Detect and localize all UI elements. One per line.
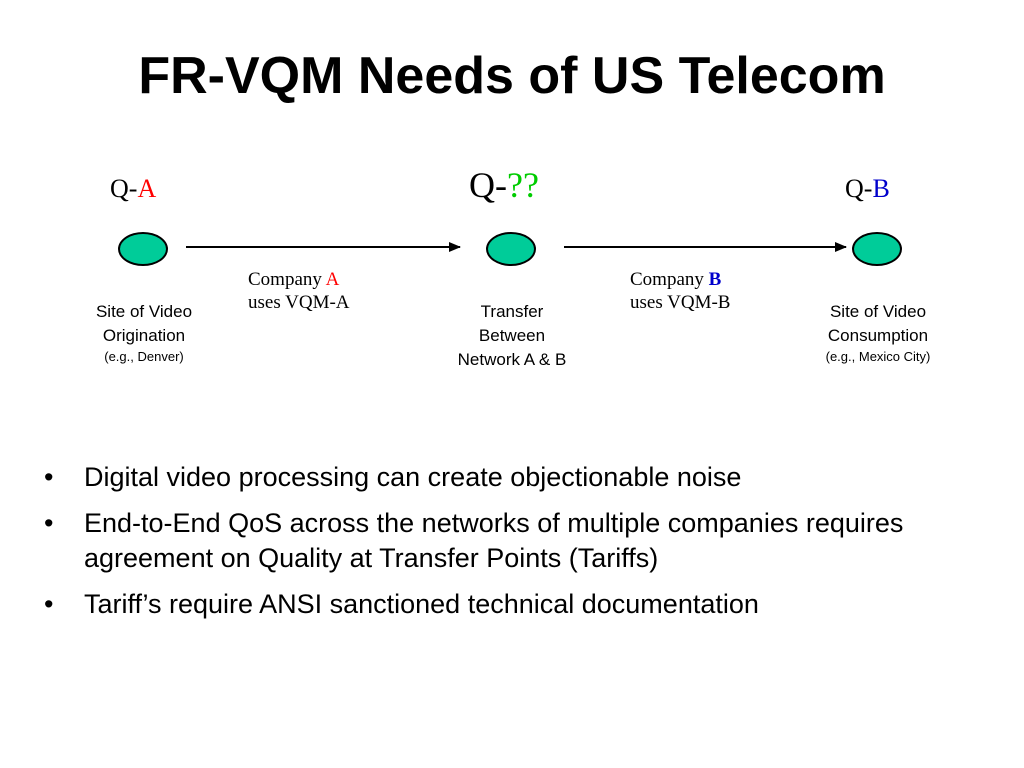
site-transfer-label: Transfer Between Network A & B <box>432 300 592 372</box>
q-mid-prefix: Q- <box>469 165 507 205</box>
q-mid-label: Q-?? <box>469 164 539 206</box>
page-title: FR-VQM Needs of US Telecom <box>138 47 886 105</box>
site-origination-line1: Site of Video <box>95 302 193 321</box>
site-transfer-line1: Transfer <box>480 302 544 321</box>
site-consumption-label: Site of Video Consumption (e.g., Mexico … <box>798 300 958 366</box>
company-a-prefix: Company <box>248 269 326 290</box>
bullet-text: End-to-End QoS across the networks of mu… <box>84 508 904 573</box>
bullet-item: • Tariff’s require ANSI sanctioned techni… <box>44 587 1004 622</box>
site-consumption-line2: Consumption <box>827 326 929 345</box>
bullet-list: • Digital video processing can create obj… <box>44 460 1004 633</box>
company-a-letter: A <box>325 269 340 290</box>
q-a-suffix: A <box>137 174 157 203</box>
company-a-label: Company A uses VQM-A <box>248 268 350 314</box>
q-mid-suffix: ?? <box>507 165 539 205</box>
node-consumption <box>852 232 902 266</box>
company-b-label: Company B uses VQM-B <box>630 268 730 314</box>
bullet-marker: • <box>44 508 54 538</box>
site-origination-label: Site of Video Origination (e.g., Denver) <box>64 300 224 366</box>
bullet-text: Digital video processing can create obje… <box>84 462 742 492</box>
company-b-line2: uses VQM-B <box>630 292 731 313</box>
company-b-letter: B <box>708 269 722 290</box>
q-a-label: Q-A <box>110 174 156 204</box>
bullet-item: • Digital video processing can create obj… <box>44 460 1004 495</box>
q-b-prefix: Q- <box>845 174 873 203</box>
company-b-prefix: Company <box>630 269 709 290</box>
q-a-prefix: Q- <box>110 174 138 203</box>
bullet-marker: • <box>44 589 54 619</box>
company-b-line1: Company B <box>630 268 730 291</box>
site-transfer-line2: Between <box>478 326 546 345</box>
node-origination <box>118 232 168 266</box>
node-transfer <box>486 232 536 266</box>
bullet-item: • End-to-End QoS across the networks of m… <box>44 506 1004 576</box>
company-a-line2: uses VQM-A <box>248 292 350 313</box>
site-transfer-line3: Network A & B <box>457 350 567 369</box>
q-b-suffix: B <box>872 174 890 203</box>
bullet-marker: • <box>44 462 54 492</box>
bullet-text: Tariff’s require ANSI sanctioned technic… <box>84 589 759 619</box>
site-origination-line2: Origination <box>102 326 186 345</box>
q-b-label: Q-B <box>845 174 890 204</box>
site-origination-example: (e.g., Denver) <box>104 349 184 364</box>
company-a-line1: Company A <box>248 268 350 291</box>
site-consumption-line1: Site of Video <box>829 302 927 321</box>
site-consumption-example: (e.g., Mexico City) <box>825 349 931 364</box>
